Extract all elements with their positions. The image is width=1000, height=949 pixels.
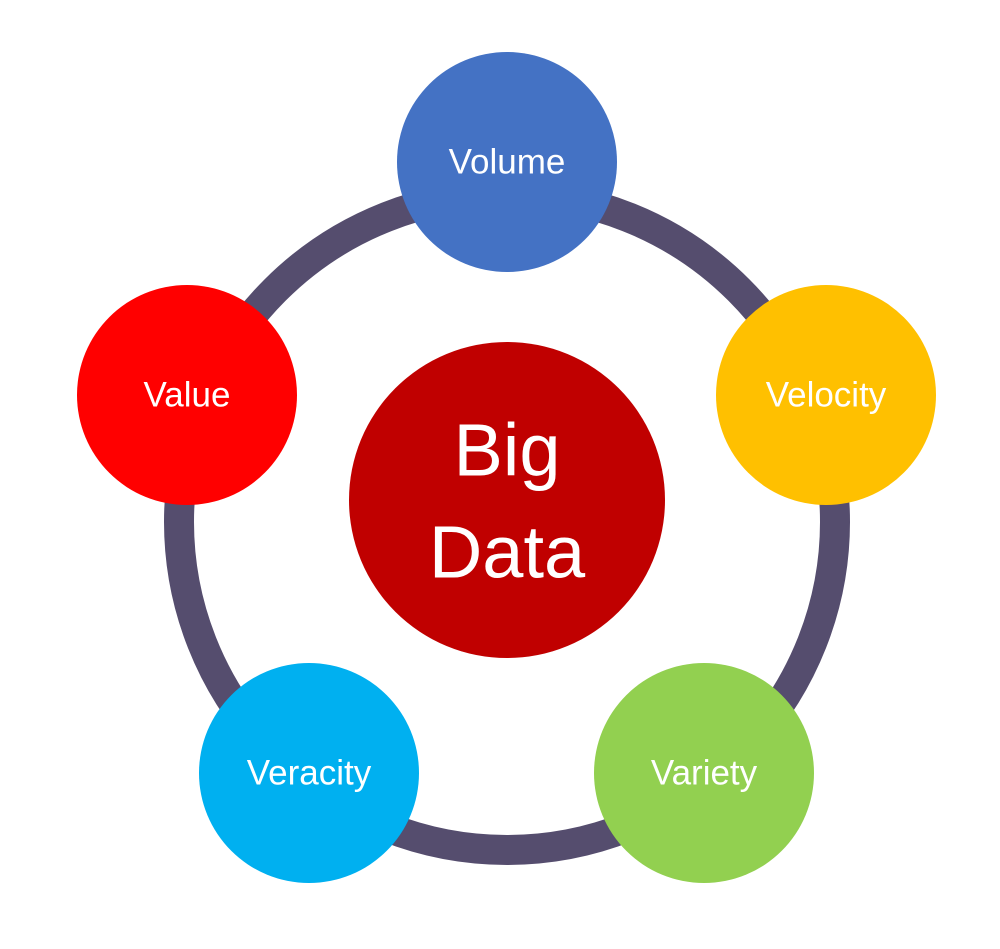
center-label-line2: Data (429, 511, 586, 594)
node-veracity: Veracity (199, 663, 419, 883)
node-variety-circle (594, 663, 814, 883)
node-velocity-label: Velocity (766, 376, 887, 415)
node-veracity-circle (199, 663, 419, 883)
node-velocity: Velocity (716, 285, 936, 505)
node-veracity-label: Veracity (247, 754, 372, 793)
node-value-circle (77, 285, 297, 505)
node-value-label: Value (144, 376, 231, 415)
center-node: Big Data (349, 342, 665, 658)
node-volume: Volume (397, 52, 617, 272)
node-velocity-circle (716, 285, 936, 505)
node-volume-circle (397, 52, 617, 272)
center-circle (349, 342, 665, 658)
node-variety-label: Variety (651, 754, 758, 793)
center-label-line1: Big (454, 409, 561, 492)
node-value: Value (77, 285, 297, 505)
node-volume-label: Volume (449, 143, 566, 182)
node-variety: Variety (594, 663, 814, 883)
